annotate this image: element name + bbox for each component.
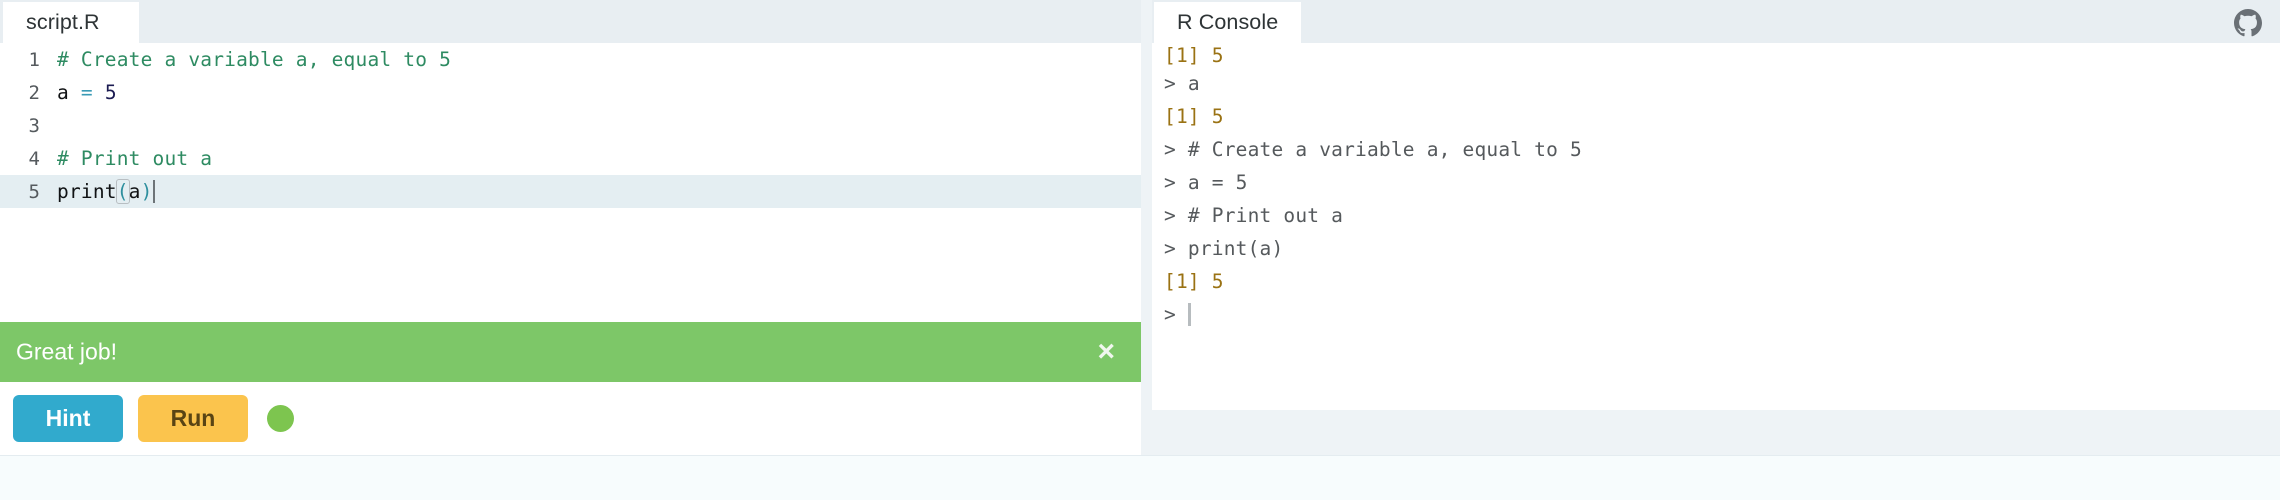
console-line: [1] 5	[1152, 265, 2280, 298]
console-line: > a	[1152, 67, 2280, 100]
tab-script-r-label: script.R	[26, 10, 100, 34]
tab-r-console[interactable]: R Console	[1154, 2, 1301, 43]
tab-r-console-label: R Console	[1177, 10, 1279, 34]
code-token	[93, 81, 105, 104]
console-line: [1] 5	[1152, 100, 2280, 133]
line-number: 1	[28, 48, 40, 71]
code-token: # Print out a	[57, 147, 213, 170]
text-cursor	[152, 179, 155, 203]
code-line[interactable]: 5 print(a)	[0, 175, 1141, 208]
hint-button[interactable]: Hint	[13, 395, 123, 442]
code-line-text: # Print out a	[48, 147, 212, 170]
console-cursor	[1187, 303, 1191, 326]
line-number: 2	[28, 81, 40, 104]
github-icon[interactable]	[2234, 9, 2262, 37]
code-token	[69, 81, 81, 104]
console-output-text: [1] 5	[1164, 270, 1224, 293]
code-token: =	[80, 81, 93, 104]
console-tabbar: R Console	[1152, 0, 2280, 43]
action-toolbar: Hint Run	[0, 382, 1141, 455]
console-output-text: [1] 5	[1164, 105, 1224, 128]
code-line-text: a = 5	[48, 81, 117, 104]
console-command-text: >	[1164, 204, 1188, 227]
console-command-text: # Create a variable a, equal to 5	[1187, 138, 1582, 161]
console-command-text: >	[1164, 171, 1188, 194]
code-line[interactable]: 4 # Print out a	[0, 142, 1141, 175]
code-line-text: print(a)	[48, 178, 155, 204]
line-number: 5	[28, 180, 40, 203]
console-line: [1] 5	[1152, 45, 2280, 67]
code-token: # Create a variable a, equal to 5	[57, 48, 452, 71]
console-command-text: a = 5	[1187, 171, 1248, 194]
console-command-text: a	[1187, 72, 1200, 95]
console-line: > # Print out a	[1152, 199, 2280, 232]
editor-panel: script.R 1 # Create a variable a, equal t…	[0, 0, 1141, 455]
code-token: 5	[104, 81, 117, 104]
run-button[interactable]: Run	[138, 395, 248, 442]
feedback-message: Great job!	[16, 338, 117, 365]
line-number: 4	[28, 147, 40, 170]
tab-script-r[interactable]: script.R	[3, 2, 139, 43]
code-line[interactable]: 1 # Create a variable a, equal to 5	[0, 43, 1141, 76]
console-command-text: >	[1164, 303, 1188, 326]
code-token: a	[57, 81, 69, 104]
console-command-text: >	[1164, 72, 1188, 95]
code-token: a	[128, 179, 141, 203]
feedback-banner: Great job! ×	[0, 322, 1141, 382]
code-token: print	[57, 179, 117, 203]
code-line[interactable]: 3	[0, 109, 1141, 142]
console-output-text: [1] 5	[1164, 45, 1224, 67]
console-line: > a = 5	[1152, 166, 2280, 199]
close-icon[interactable]: ×	[1097, 335, 1115, 368]
console-output[interactable]: [1] 5> a[1] 5> # Create a variable a, eq…	[1152, 43, 2280, 410]
code-token: )	[140, 179, 153, 203]
code-line-text: # Create a variable a, equal to 5	[48, 48, 451, 71]
console-command-text: # Print out a	[1187, 204, 1344, 227]
console-panel: R Console [1] 5> a[1] 5> # Create a vari…	[1152, 0, 2280, 410]
console-command-text: >	[1164, 138, 1188, 161]
console-line: > # Create a variable a, equal to 5	[1152, 133, 2280, 166]
console-line: >	[1152, 298, 2280, 331]
bottom-strip	[0, 455, 2280, 500]
code-token: (	[115, 178, 130, 204]
line-number: 3	[28, 114, 40, 137]
console-line: > print(a)	[1152, 232, 2280, 265]
editor-tabbar: script.R	[0, 0, 1141, 43]
console-command-text: print(a)	[1187, 237, 1284, 260]
status-indicator-dot	[267, 405, 294, 432]
console-command-text: >	[1164, 237, 1188, 260]
